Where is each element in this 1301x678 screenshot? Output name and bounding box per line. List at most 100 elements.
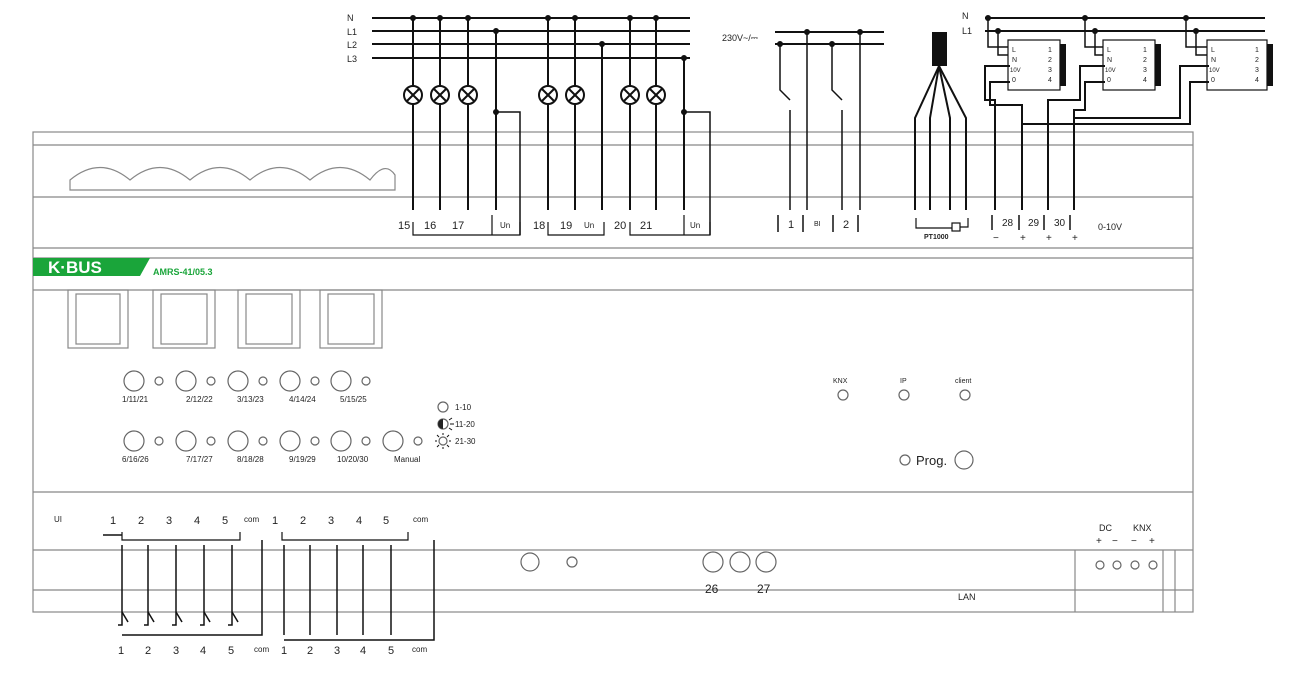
client-led bbox=[959, 389, 971, 401]
terminal-19: 19 bbox=[560, 220, 572, 232]
led-off-icon bbox=[437, 401, 449, 413]
label-right-n: N bbox=[962, 11, 969, 21]
svg-text:−: − bbox=[1131, 536, 1137, 547]
svg-text:3: 3 bbox=[173, 645, 179, 657]
svg-text:2: 2 bbox=[307, 645, 313, 657]
label-n: N bbox=[347, 13, 354, 23]
svg-text:4: 4 bbox=[360, 645, 366, 657]
ui-input-wiring bbox=[103, 534, 435, 641]
svg-text:2: 2 bbox=[300, 515, 306, 527]
svg-text:4: 4 bbox=[1255, 77, 1259, 84]
supply-lines-right bbox=[985, 17, 1265, 32]
terminal-16: 16 bbox=[424, 220, 436, 232]
bottom-input-labels: 1 2 3 4 5 com 1 2 3 4 5 com bbox=[118, 645, 427, 657]
ip-led bbox=[898, 389, 910, 401]
channel-button[interactable] bbox=[227, 430, 249, 452]
ui-terminal-labels: 1 2 3 4 5 com 1 2 3 4 5 com bbox=[110, 515, 428, 527]
bottom-connectors bbox=[520, 551, 1158, 573]
channel-button[interactable] bbox=[279, 430, 301, 452]
relay-terminal-block bbox=[412, 215, 711, 236]
channel-button[interactable] bbox=[175, 370, 197, 392]
svg-text:com: com bbox=[412, 645, 427, 654]
label-l1: L1 bbox=[347, 27, 357, 37]
terminal-15: 15 bbox=[398, 220, 410, 232]
prog-led bbox=[899, 454, 911, 466]
svg-text:2: 2 bbox=[138, 515, 144, 527]
svg-text:10V: 10V bbox=[1209, 68, 1220, 74]
led-label: 5/15/25 bbox=[340, 395, 367, 404]
svg-text:3: 3 bbox=[334, 645, 340, 657]
terminal-21: 21 bbox=[640, 220, 652, 232]
led-label: 9/19/29 bbox=[289, 455, 316, 464]
svg-text:0: 0 bbox=[1107, 77, 1111, 84]
svg-text:5: 5 bbox=[388, 645, 394, 657]
ip-led-label: IP bbox=[900, 378, 907, 385]
legend-label: 11-20 bbox=[455, 420, 475, 429]
channel-button[interactable] bbox=[175, 430, 197, 452]
svg-text:5: 5 bbox=[222, 515, 228, 527]
terminal-29: 29 bbox=[1028, 218, 1040, 229]
terminal-18: 18 bbox=[533, 220, 545, 232]
relay-terminal-27: 27 bbox=[757, 582, 771, 596]
label-l3: L3 bbox=[347, 54, 357, 64]
svg-text:4: 4 bbox=[1048, 77, 1052, 84]
device-housing bbox=[32, 131, 1194, 613]
svg-text:2: 2 bbox=[1255, 57, 1259, 64]
svg-text:2: 2 bbox=[1143, 57, 1147, 64]
lamp-icon bbox=[403, 85, 666, 105]
svg-text:3: 3 bbox=[1048, 67, 1052, 74]
svg-text:4: 4 bbox=[1143, 77, 1147, 84]
led-label: 7/17/27 bbox=[186, 455, 213, 464]
terminal-un-2: Un bbox=[584, 221, 594, 230]
knx-led bbox=[837, 389, 849, 401]
channel-button[interactable] bbox=[279, 370, 301, 392]
legend-label: 1-10 bbox=[455, 403, 472, 412]
led-half-icon bbox=[437, 417, 454, 431]
svg-text:+: + bbox=[1149, 536, 1155, 547]
analog-terminal-block bbox=[991, 215, 1071, 230]
led-label: 3/13/23 bbox=[237, 395, 264, 404]
prog-label: Prog. bbox=[916, 453, 947, 468]
svg-text:com: com bbox=[244, 515, 259, 524]
svg-text:com: com bbox=[254, 645, 269, 654]
svg-text:−: − bbox=[1112, 536, 1118, 547]
knx-led-label: KNX bbox=[833, 378, 848, 385]
svg-text:L: L bbox=[1107, 47, 1111, 54]
terminal-17: 17 bbox=[452, 220, 464, 232]
svg-text:10V: 10V bbox=[1105, 68, 1116, 74]
channel-button[interactable] bbox=[330, 370, 352, 392]
channel-button[interactable] bbox=[330, 430, 352, 452]
voltage-label: 230V~/⎓ bbox=[722, 33, 758, 43]
svg-text:N: N bbox=[1211, 57, 1216, 64]
svg-text:1: 1 bbox=[1048, 47, 1052, 54]
led-label: 4/14/24 bbox=[289, 395, 316, 404]
svg-text:com: com bbox=[413, 515, 428, 524]
svg-text:4: 4 bbox=[200, 645, 206, 657]
svg-text:3: 3 bbox=[1143, 67, 1147, 74]
ui-label: UI bbox=[54, 515, 62, 524]
ui-input-terminals bbox=[121, 532, 409, 541]
brand-logo: K·BUS bbox=[33, 258, 150, 277]
manual-button[interactable] bbox=[382, 430, 404, 452]
svg-text:1: 1 bbox=[110, 515, 116, 527]
svg-text:10V: 10V bbox=[1010, 68, 1021, 74]
label-right-l1: L1 bbox=[962, 26, 972, 36]
prog-button[interactable] bbox=[954, 450, 974, 470]
channel-button[interactable] bbox=[123, 430, 145, 452]
led-legend bbox=[435, 401, 454, 449]
terminal-28: 28 bbox=[1002, 218, 1014, 229]
pt1000-sensor bbox=[914, 32, 969, 232]
analog-range-label: 0-10V bbox=[1098, 222, 1122, 232]
svg-text:1: 1 bbox=[118, 645, 124, 657]
relay-terminal-26: 26 bbox=[705, 582, 719, 596]
dc-label: DC bbox=[1099, 523, 1112, 533]
bi-terminal-2: 2 bbox=[843, 219, 849, 231]
channel-button[interactable] bbox=[227, 370, 249, 392]
bi-terminal-1: 1 bbox=[788, 219, 794, 231]
svg-text:5: 5 bbox=[383, 515, 389, 527]
svg-text:1: 1 bbox=[281, 645, 287, 657]
pt1000-label: PT1000 bbox=[924, 234, 949, 241]
channel-button[interactable] bbox=[123, 370, 145, 392]
logo-text: K·BUS bbox=[48, 258, 102, 277]
supply-lines-top bbox=[372, 17, 690, 59]
